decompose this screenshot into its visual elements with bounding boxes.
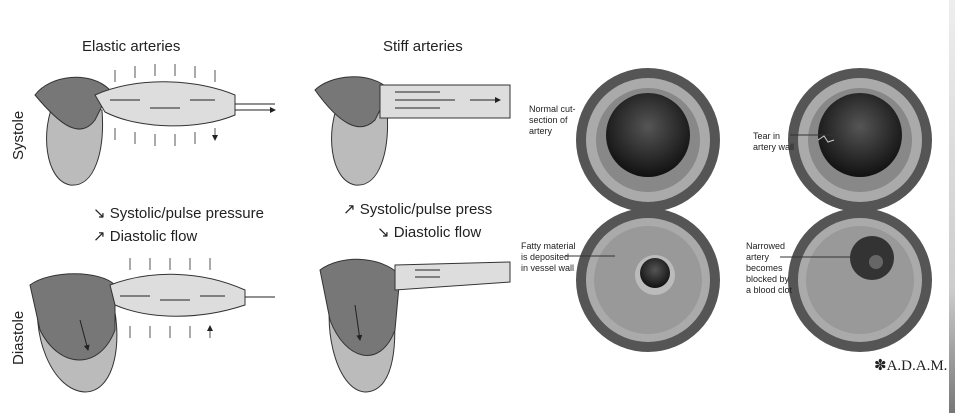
- right-edge: [949, 0, 955, 413]
- diastole-label: Diastole: [10, 310, 27, 365]
- logo-text: A.D.A.M.: [886, 358, 948, 374]
- cross-section-clot: [788, 208, 932, 352]
- stiff-arteries-title: Stiff arteries: [383, 38, 463, 55]
- stiff-systole-heart: [314, 76, 511, 186]
- adam-logo: ✽A.D.A.M.: [874, 356, 947, 375]
- systole-label: Systole: [10, 110, 27, 160]
- elastic-flow-effect: ↗ Diastolic flow: [93, 228, 198, 245]
- blood-clot-label: Narrowed artery becomes blocked by a blo…: [746, 241, 793, 295]
- stiff-pressure-effect: ↗ Systolic/pulse press: [343, 201, 493, 218]
- tear-label: Tear in artery wall: [753, 131, 795, 152]
- elastic-systole-heart: [34, 64, 275, 186]
- fatty-material-label: Fatty material is deposited in vessel wa…: [521, 241, 576, 273]
- leader-lines: [565, 134, 855, 258]
- elastic-arteries-title: Elastic arteries: [82, 38, 181, 55]
- elastic-diastole-heart: [29, 258, 275, 393]
- normal-section-label: Normal cut- section of artery: [529, 104, 576, 136]
- cross-section-normal: [576, 68, 720, 212]
- cross-section-tear: [788, 68, 932, 212]
- stiff-flow-effect: ↘ Diastolic flow: [377, 224, 482, 241]
- cross-section-fatty: [576, 208, 720, 352]
- stiff-diastole-heart: [319, 258, 511, 393]
- elastic-pressure-effect: ↘ Systolic/pulse pressure: [93, 205, 264, 222]
- logo-icon: ✽: [874, 358, 887, 374]
